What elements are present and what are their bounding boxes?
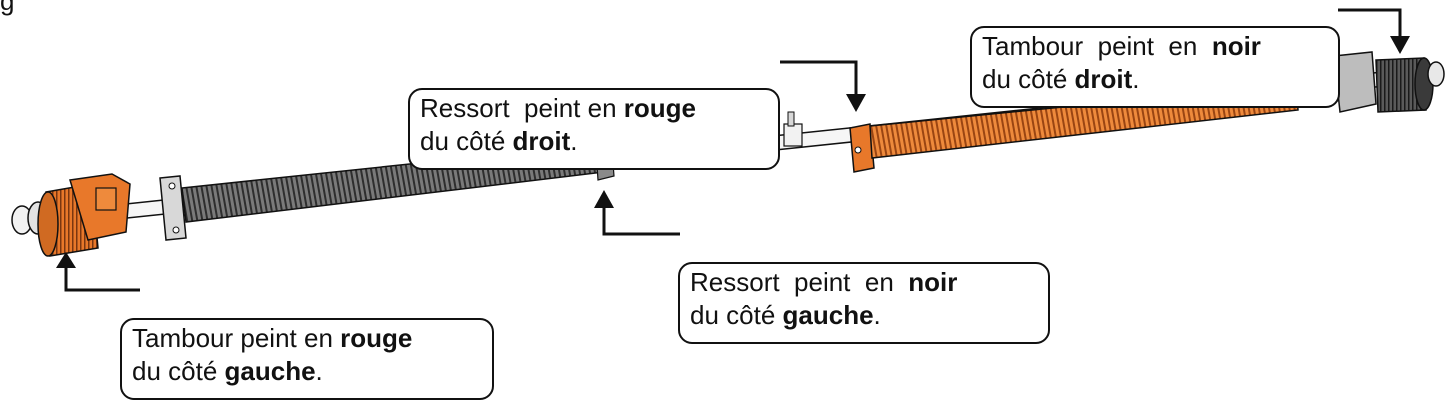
arrow-spring-right <box>780 60 866 112</box>
callout-spring-left-side: gauche <box>782 300 874 330</box>
arrow-drum-left <box>56 252 140 292</box>
header-text-fragment: g <box>0 0 15 16</box>
callout-spring-right-line2: du côté <box>420 126 513 156</box>
center-bearing <box>783 111 803 147</box>
callout-spring-left: Ressort peint en noir du côté gauche. <box>678 262 1050 344</box>
left-drum-assembly <box>11 173 131 257</box>
callout-drum-left: Tambour peint en rouge du côté gauche. <box>120 318 494 400</box>
callout-spring-right-color: rouge <box>623 93 697 123</box>
callout-drum-right-color: noir <box>1211 31 1261 61</box>
callout-drum-right-period: . <box>1132 64 1140 94</box>
callout-drum-left-period: . <box>315 356 323 386</box>
callout-drum-left-side: gauche <box>224 356 316 386</box>
callout-spring-left-color: noir <box>908 267 958 297</box>
right-drum-assembly <box>1333 51 1445 113</box>
callout-spring-left-line1: Ressort peint en <box>690 267 909 297</box>
callout-spring-right-period: . <box>570 126 578 156</box>
callout-spring-right-line1: Ressort peint en <box>420 93 624 123</box>
arrow-drum-right <box>1338 8 1410 54</box>
callout-spring-right: Ressort peint en rouge du côté droit. <box>408 88 780 170</box>
callout-spring-left-line2: du côté <box>690 300 783 330</box>
left-spring-anchor-flange <box>159 175 187 241</box>
callout-drum-left-color: rouge <box>340 323 413 353</box>
callout-drum-right-side: droit <box>1074 64 1133 94</box>
callout-drum-right-line2: du côté <box>982 64 1075 94</box>
arrow-spring-left <box>594 190 680 236</box>
callout-drum-right-line1: Tambour peint en <box>982 31 1212 61</box>
callout-drum-right: Tambour peint en noir du côté droit. <box>970 26 1340 108</box>
callout-spring-right-side: droit <box>512 126 571 156</box>
callout-spring-left-period: . <box>873 300 881 330</box>
callout-drum-left-line2: du côté <box>132 356 225 386</box>
right-spring-anchor <box>849 123 875 173</box>
callout-drum-left-line1: Tambour peint en <box>132 323 341 353</box>
